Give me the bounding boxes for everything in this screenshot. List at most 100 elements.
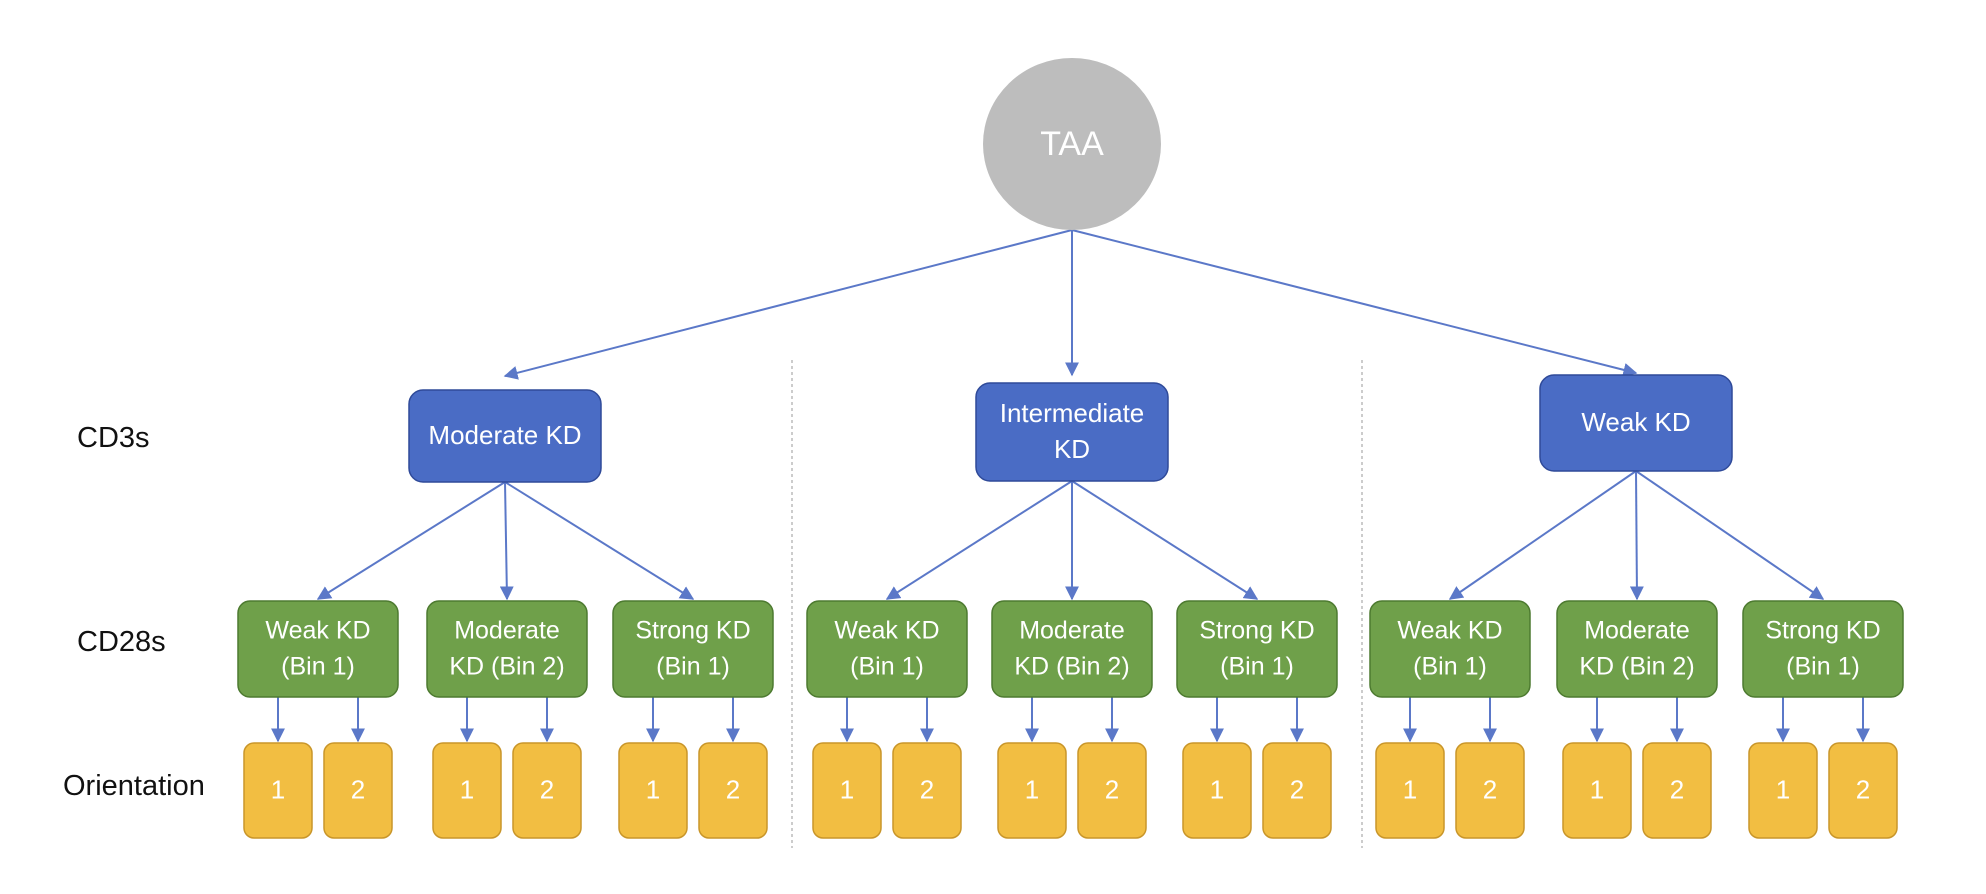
orientation-node-box — [1642, 742, 1712, 839]
cd28-node-box — [1556, 600, 1718, 698]
cd28-node-box — [612, 600, 774, 698]
orientation-node-box — [1077, 742, 1147, 839]
orientation-node-box — [1748, 742, 1818, 839]
orientation-node: 2 — [1828, 742, 1898, 839]
root-node-label: TAA — [1040, 125, 1104, 163]
orientation-node: 1 — [618, 742, 688, 839]
cd28-node-box — [1176, 600, 1338, 698]
orientation-label: 2 — [1105, 774, 1119, 804]
orientation-node-box — [1182, 742, 1252, 839]
node-label-line: Weak KD — [834, 617, 939, 645]
orientation-node: 2 — [892, 742, 962, 839]
orientation-label: 1 — [1590, 774, 1604, 804]
cd3-node: Weak KD — [1539, 374, 1733, 472]
orientation-node: 2 — [1077, 742, 1147, 839]
cd3-node-box — [408, 389, 602, 483]
node-label-line: KD (Bin 2) — [449, 653, 564, 681]
orientation-node-box — [1262, 742, 1332, 839]
node-label-line: (Bin 1) — [1220, 653, 1294, 681]
root-node-taa: TAA — [983, 58, 1161, 230]
orientation-label: 1 — [1776, 774, 1790, 804]
cd28-node: Moderate KD (Bin 2) — [426, 600, 588, 698]
orientation-node: 2 — [323, 742, 393, 839]
cd28-node-box — [1369, 600, 1531, 698]
node-label-line: Weak KD — [1397, 617, 1502, 645]
node-label-line: Moderate — [1019, 617, 1125, 645]
node-label-line: (Bin 1) — [1413, 653, 1487, 681]
node-label-line: Moderate KD — [428, 420, 581, 450]
orientation-label: 1 — [840, 774, 854, 804]
cd28-node-box — [991, 600, 1153, 698]
orientation-label: 2 — [726, 774, 740, 804]
orientation-node: 1 — [1375, 742, 1445, 839]
orientation-label: 2 — [1670, 774, 1684, 804]
orientation-node-box — [1562, 742, 1632, 839]
cd28-node: Moderate KD (Bin 2) — [1556, 600, 1718, 698]
orientation-node-box — [1375, 742, 1445, 839]
orientation-label: 1 — [460, 774, 474, 804]
node-label-line: KD (Bin 2) — [1579, 653, 1694, 681]
node-label-line: (Bin 1) — [1786, 653, 1860, 681]
node-label-line: (Bin 1) — [656, 653, 730, 681]
row-label-orientation: Orientation — [63, 770, 205, 802]
orientation-node-box — [997, 742, 1067, 839]
node-label-line: (Bin 1) — [850, 653, 924, 681]
orientation-node: 1 — [812, 742, 882, 839]
cd28-node: Weak KD (Bin 1) — [1369, 600, 1531, 698]
orientation-label: 2 — [1856, 774, 1870, 804]
orientation-node: 1 — [1562, 742, 1632, 839]
node-label-line: (Bin 1) — [281, 653, 355, 681]
arrow-connector — [499, 481, 514, 601]
orientation-node-box — [618, 742, 688, 839]
orientation-node: 2 — [1455, 742, 1525, 839]
arrow-connector — [1071, 480, 1259, 600]
orientation-node-box — [243, 742, 313, 839]
node-label-line: Moderate — [1584, 617, 1690, 645]
connector-arrows — [271, 229, 1870, 743]
cd28-node: Strong KD (Bin 1) — [612, 600, 774, 698]
orientation-label: 2 — [1483, 774, 1497, 804]
orientation-node-box — [892, 742, 962, 839]
cd28-node: Weak KD(Bin 1) — [237, 600, 399, 698]
node-label-line: Moderate — [454, 617, 560, 645]
arrow-connector — [1071, 229, 1638, 377]
node-label-line: Strong KD — [1765, 617, 1880, 645]
cd28-node-box — [237, 600, 399, 698]
orientation-label: 1 — [1210, 774, 1224, 804]
orientation-label: 1 — [271, 774, 285, 804]
arrow-connector — [1448, 470, 1637, 600]
orientation-node: 2 — [1642, 742, 1712, 839]
cd28-node: Weak KD (Bin 1) — [806, 600, 968, 698]
cd3-node-box — [975, 382, 1169, 482]
orientation-label: 2 — [920, 774, 934, 804]
row-label-cd28: CD28s — [77, 626, 166, 658]
cd28-node: Strong KD (Bin 1) — [1176, 600, 1338, 698]
orientation-label: 1 — [646, 774, 660, 804]
orientation-node-box — [323, 742, 393, 839]
orientation-node-box — [512, 742, 582, 839]
orientation-node: 1 — [243, 742, 313, 839]
orientation-label: 2 — [540, 774, 554, 804]
orientation-node-box — [1828, 742, 1898, 839]
orientation-node-box — [1455, 742, 1525, 839]
orientation-node: 2 — [512, 742, 582, 839]
node-label-line: Intermediate — [1000, 398, 1145, 428]
orientation-node-box — [432, 742, 502, 839]
node-label-line: Strong KD — [635, 617, 750, 645]
arrow-connector — [316, 481, 506, 600]
cd28-node-box — [1742, 600, 1904, 698]
orientation-node: 2 — [1262, 742, 1332, 839]
arrow-connector — [504, 481, 695, 600]
orientation-node-box — [812, 742, 882, 839]
cd28-node-box — [426, 600, 588, 698]
node-label-line: KD (Bin 2) — [1014, 653, 1129, 681]
cd3-node: Moderate KD — [408, 389, 602, 483]
root-node-shape — [983, 58, 1161, 230]
node-label-line: Strong KD — [1199, 617, 1314, 645]
orientation-node-box — [698, 742, 768, 839]
orientation-node: 1 — [997, 742, 1067, 839]
cd28-node-box — [806, 600, 968, 698]
